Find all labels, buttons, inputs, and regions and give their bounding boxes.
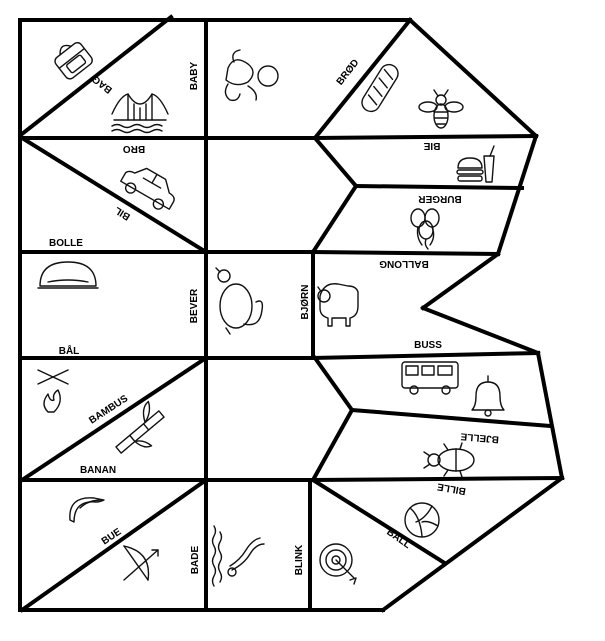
swimmer-icon	[227, 537, 265, 577]
label-bjorn: BJØRN	[300, 284, 311, 319]
bee-icon	[418, 89, 464, 129]
bell-icon	[471, 375, 505, 417]
burger-icon	[456, 145, 495, 183]
beaver-icon	[215, 267, 264, 335]
bag-icon	[54, 42, 93, 80]
beetle-icon	[423, 442, 475, 478]
beach-ball-icon	[404, 502, 440, 538]
label-burger: BURGER	[418, 193, 462, 204]
label-bjelle: BJELLE	[460, 430, 499, 444]
label-blink: BLINK	[294, 544, 305, 575]
label-banan: BANAN	[80, 465, 116, 476]
bow-icon	[123, 545, 159, 581]
water-icon	[211, 525, 223, 587]
label-buss: BUSS	[414, 340, 442, 351]
puzzle-icons	[37, 42, 505, 587]
balloons-icon	[410, 208, 440, 250]
label-bille: BILLE	[436, 480, 467, 496]
campfire-icon	[37, 369, 69, 413]
car-icon	[120, 167, 175, 210]
label-bal: BÅL	[59, 344, 80, 357]
banana-icon	[69, 497, 105, 523]
bridge-icon	[111, 93, 169, 134]
baby-icon	[224, 49, 279, 102]
bamboo-icon	[115, 400, 165, 454]
bread-icon	[361, 63, 399, 113]
puzzle-lines	[18, 14, 565, 613]
bear-icon	[317, 283, 359, 327]
target-icon	[319, 543, 357, 585]
label-ballong: BALLONG	[379, 258, 429, 269]
label-baby: BABY	[189, 62, 200, 91]
label-bade: BADE	[190, 546, 201, 575]
bus-icon	[401, 361, 459, 395]
label-bolle: BOLLE	[49, 238, 83, 249]
bowl-icon	[37, 261, 99, 289]
label-bie: BIE	[423, 140, 440, 151]
label-bever: BEVER	[189, 288, 200, 323]
label-bro: BRO	[123, 143, 145, 154]
